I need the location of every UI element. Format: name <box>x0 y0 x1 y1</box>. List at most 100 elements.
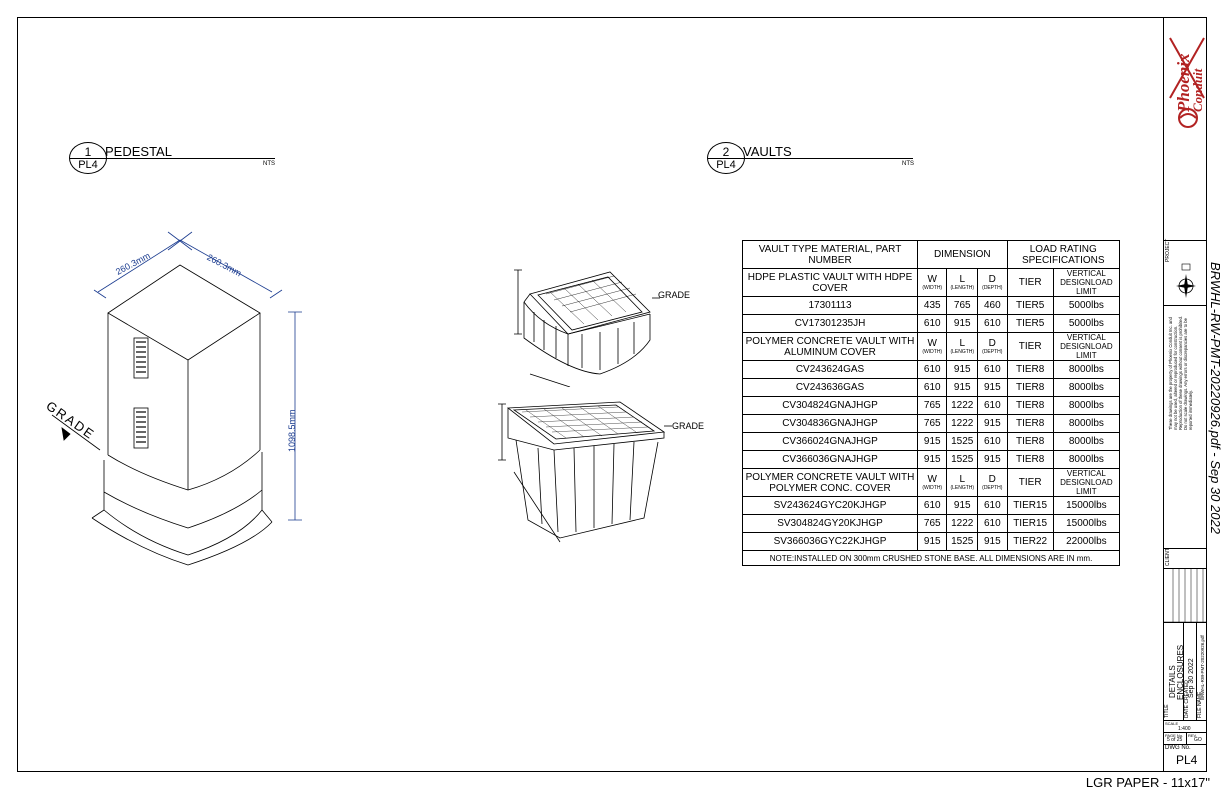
dimension-l-header: L(LENGTH) <box>946 468 979 497</box>
vault-grade-label-bottom: GRADE <box>672 421 705 431</box>
dimension-letter: W <box>927 473 937 485</box>
dimension-note: (DEPTH) <box>982 348 1003 355</box>
page-value: 5 of 25 <box>1167 737 1183 743</box>
svg-text:Phoenix: Phoenix <box>1174 53 1193 113</box>
view-number: 1 <box>84 145 92 159</box>
vault-grade-label-top: GRADE <box>658 290 691 300</box>
dimension-note: (DEPTH) <box>982 484 1003 491</box>
scale-label: SCALE <box>1165 721 1179 726</box>
table-note-row: NOTE:INSTALLED ON 300mm CRUSHED STONE BA… <box>742 550 1120 566</box>
cell-w: 915 <box>917 432 948 451</box>
cell-part: CV243636GAS <box>741 378 919 397</box>
cell-l: 765 <box>946 296 979 315</box>
sheet-file-label: BRWHL-RW-PMT-20220926.pdf - Sep 30 2022 <box>1208 262 1223 534</box>
pedestal-drawing <box>51 231 302 566</box>
group-header-row: POLYMER CONCRETE VAULT WITH POLYMER CONC… <box>741 468 1121 497</box>
limit-header: VERTICAL DESIGNLOAD LIMIT <box>1052 468 1121 497</box>
view-callout-2: 2 PL4 <box>707 142 745 174</box>
dimension-note: (WIDTH) <box>922 484 943 491</box>
cell-l: 1525 <box>946 532 979 551</box>
tier-header: TIER <box>1006 468 1054 497</box>
cell-part: SV366036GYC22KJHGP <box>741 532 919 551</box>
cell-w: 765 <box>917 414 948 433</box>
cell-l: 1222 <box>946 414 979 433</box>
date-value: Sep 30 2022 <box>1188 658 1195 698</box>
rev-label: REV. <box>1188 733 1197 738</box>
header-load-rating: LOAD RATING SPECIFICATIONS <box>1006 240 1121 269</box>
cell-d: 610 <box>977 514 1008 533</box>
title-label: TITLE <box>1164 704 1170 718</box>
cell-l: 1222 <box>946 396 979 415</box>
cell-d: 460 <box>977 296 1008 315</box>
cell-part: 17301113 <box>741 296 919 315</box>
cell-tier: TIER8 <box>1006 396 1054 415</box>
view-title-pedestal: PEDESTAL <box>105 144 172 159</box>
dimension-l-header: L(LENGTH) <box>946 268 979 297</box>
dimension-note: (LENGTH) <box>950 484 975 491</box>
cell-part: SV304824GY20KJHGP <box>741 514 919 533</box>
cell-w: 765 <box>917 396 948 415</box>
cell-d: 915 <box>977 532 1008 551</box>
dimension-letter: D <box>988 273 996 285</box>
header-dimension: DIMENSION <box>917 240 1008 269</box>
dimension-l-header: L(LENGTH) <box>946 332 979 361</box>
cell-limit: 15000lbs <box>1052 496 1121 515</box>
cell-limit: 8000lbs <box>1052 432 1121 451</box>
rev-value: GO <box>1194 737 1202 743</box>
dimension-d-header: D(DEPTH) <box>977 332 1008 361</box>
cell-limit: 5000lbs <box>1052 296 1121 315</box>
view-callout-1: 1 PL4 <box>69 142 107 174</box>
pedestal-height-dim: 1098.5mm <box>287 409 297 452</box>
cell-limit: 8000lbs <box>1052 396 1121 415</box>
cell-limit: 8000lbs <box>1052 360 1121 379</box>
view-sheet-ref: PL4 <box>716 159 736 171</box>
svg-text:Conduit: Conduit <box>1190 68 1205 112</box>
dimension-letter: D <box>988 473 996 485</box>
vault-drawing-small <box>514 269 660 387</box>
cell-d: 915 <box>977 414 1008 433</box>
cell-limit: 15000lbs <box>1052 514 1121 533</box>
cell-tier: TIER8 <box>1006 432 1054 451</box>
dimension-note: (WIDTH) <box>922 284 943 291</box>
cell-tier: TIER5 <box>1006 314 1054 333</box>
cell-tier: TIER15 <box>1006 514 1054 533</box>
cell-part: CV304824GNAJHGP <box>741 396 919 415</box>
cell-part: CV17301235JH <box>741 314 919 333</box>
cell-limit: 5000lbs <box>1052 314 1121 333</box>
cell-tier: TIER5 <box>1006 296 1054 315</box>
cell-l: 915 <box>946 314 979 333</box>
table-header-row: VAULT TYPE MATERIAL, PART NUMBER DIMENSI… <box>741 240 1121 269</box>
cell-limit: 22000lbs <box>1052 532 1121 551</box>
dimension-letter: W <box>927 273 937 285</box>
vault-drawing-large <box>498 401 672 543</box>
cell-part: CV243624GAS <box>741 360 919 379</box>
cell-d: 610 <box>977 314 1008 333</box>
cell-w: 610 <box>917 496 948 515</box>
tier-header: TIER <box>1006 268 1054 297</box>
cell-part: CV366024GNAJHGP <box>741 432 919 451</box>
group-title: POLYMER CONCRETE VAULT WITH POLYMER CONC… <box>741 468 919 497</box>
cell-w: 610 <box>917 314 948 333</box>
cell-tier: TIER22 <box>1006 532 1054 551</box>
dimension-note: (DEPTH) <box>982 284 1003 291</box>
dimension-note: (LENGTH) <box>950 284 975 291</box>
view-number: 2 <box>722 145 730 159</box>
dimension-letter: D <box>988 337 996 349</box>
view-scale: NTS <box>263 161 275 167</box>
view-scale: NTS <box>902 161 914 167</box>
cell-w: 765 <box>917 514 948 533</box>
cell-l: 915 <box>946 378 979 397</box>
cell-d: 610 <box>977 496 1008 515</box>
cell-tier: TIER8 <box>1006 378 1054 397</box>
cell-w: 610 <box>917 360 948 379</box>
cell-d: 915 <box>977 450 1008 469</box>
